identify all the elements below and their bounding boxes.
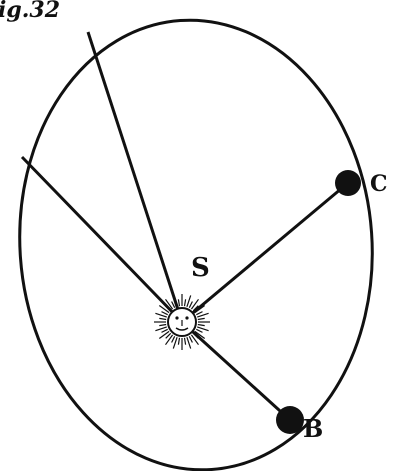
- sun-ray: [178, 299, 179, 306]
- sun-ray: [162, 312, 168, 315]
- sun-ray: [198, 325, 205, 326]
- sun-ray: [198, 318, 205, 319]
- sun-ray: [159, 318, 166, 319]
- sun-ray: [185, 338, 186, 345]
- sun-ray: [185, 299, 186, 306]
- figure-caption: ig.32: [0, 0, 60, 23]
- sun-label: S: [191, 253, 210, 283]
- radius-line-upper: [88, 32, 182, 322]
- sun-ray: [189, 336, 192, 342]
- planet-c-marker: [335, 170, 361, 196]
- point-c-label: C: [370, 171, 388, 197]
- point-b-label: B: [303, 414, 323, 443]
- sun-ray: [178, 338, 179, 345]
- sun-ray: [166, 335, 173, 345]
- sun-ray: [159, 331, 169, 338]
- sun-ray: [172, 336, 175, 342]
- planet-b-marker: [276, 406, 304, 434]
- sun-ray: [162, 329, 168, 332]
- sun-ray: [189, 302, 192, 308]
- sun-ray: [196, 312, 202, 315]
- sun-ray: [159, 325, 166, 326]
- radius-line-left: [22, 157, 182, 322]
- sun-ray: [196, 329, 202, 332]
- orbit-ellipse: [5, 8, 388, 471]
- radius-line-to-b: [182, 322, 290, 420]
